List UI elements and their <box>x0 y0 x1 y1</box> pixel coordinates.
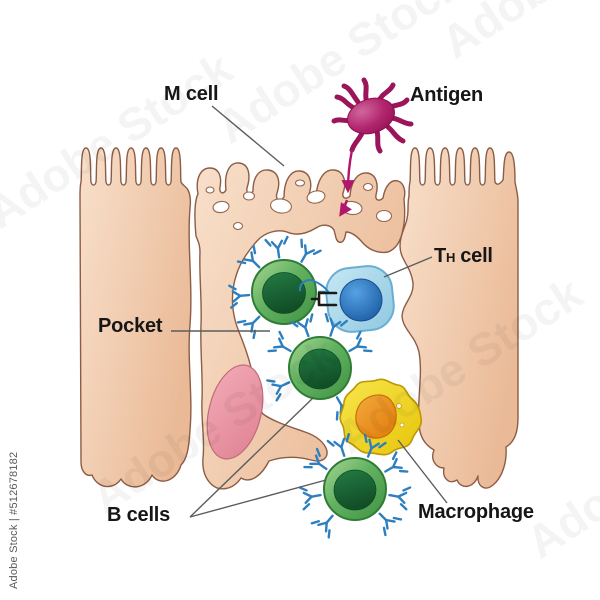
label-m-cell: M cell <box>164 83 219 105</box>
macrophage-vacuole <box>396 403 402 409</box>
antigen-arms <box>331 77 414 154</box>
antigen-particle <box>331 77 414 154</box>
left-epithelial-cell-body <box>79 147 192 488</box>
b-cell-3-nucleus <box>333 469 377 511</box>
b-cell-1 <box>228 235 340 340</box>
stock-id-watermark: Adobe Stock | #512678182 <box>8 451 20 589</box>
label-th-cell-t: T <box>434 245 447 267</box>
label-th-cell-rest: cell <box>460 245 493 267</box>
label-th-cell-subscript: H <box>446 250 456 265</box>
b-cell-2-nucleus <box>298 348 342 390</box>
m-cell <box>194 162 406 490</box>
th-cell <box>325 265 395 333</box>
leader-line-b-cells-upper <box>189 396 315 518</box>
macrophage-vacuole <box>399 422 405 428</box>
macrophage-nucleus <box>355 394 397 439</box>
brand-watermark-text: Adobe Stock <box>207 0 471 153</box>
tcr-receptor <box>310 291 338 307</box>
b-cell-1-nucleus <box>262 272 306 314</box>
leader-line-macrophage <box>397 439 448 504</box>
leader-line-th-cell <box>383 256 433 278</box>
antibody-receptor-icon <box>386 483 412 511</box>
label-pocket: Pocket <box>98 315 163 337</box>
mhc-linker <box>298 279 330 294</box>
transcytosis-arrow <box>339 149 355 217</box>
antigen-body <box>347 97 395 135</box>
label-macrophage: Macrophage <box>418 501 534 523</box>
leader-lines <box>171 105 448 518</box>
leader-line-b-cells-lower <box>189 479 327 518</box>
antibody-receptor-icon <box>298 483 324 511</box>
b-cell-3 <box>298 433 412 539</box>
brand-watermark-text: Adobe Stock <box>432 0 600 68</box>
th-cell-nucleus <box>339 278 383 322</box>
label-antigen: Antigen <box>410 84 484 106</box>
brand-watermark-text: Adobe Stock <box>517 371 600 568</box>
b-cell-2 <box>266 312 373 421</box>
antibody-receptor-icon <box>264 235 292 261</box>
m-cell-nucleus <box>206 364 264 460</box>
leader-line-m-cell <box>211 105 285 167</box>
label-b-cells: B cells <box>107 504 171 526</box>
left-epithelial-cell <box>79 147 192 488</box>
macrophage-cell <box>339 378 423 456</box>
